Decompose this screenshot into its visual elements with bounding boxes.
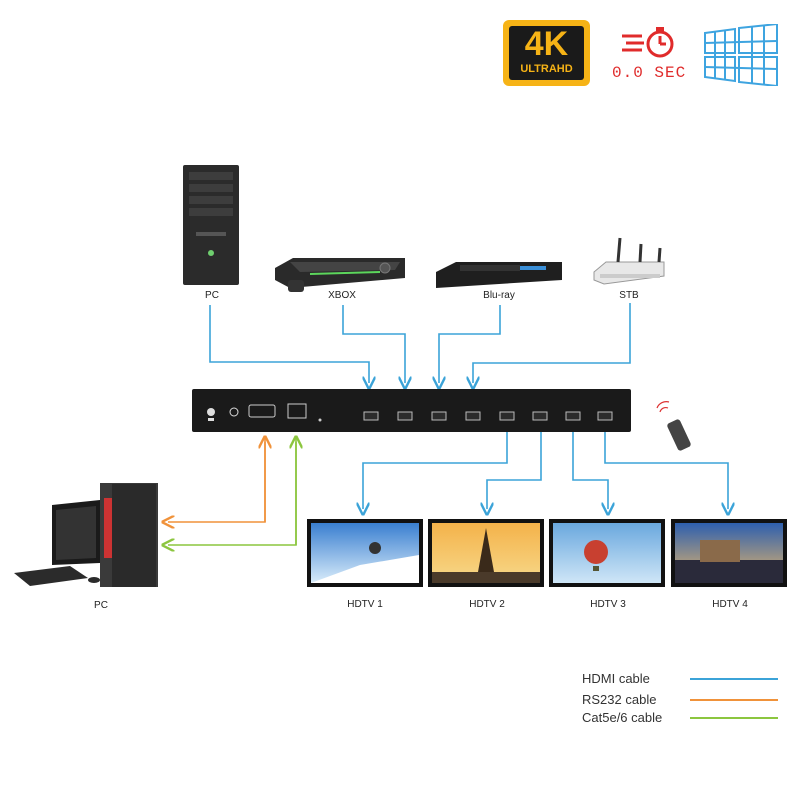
legend-rs232-label: RS232 cable <box>582 692 657 707</box>
desktop-computer-icon <box>14 483 158 587</box>
display-label-hdtv-2: HDTV 2 <box>469 599 505 610</box>
hdtv-3-screen <box>549 519 665 587</box>
legend-cat5-label: Cat5e/6 cable <box>582 710 663 725</box>
legend-hdmi-label: HDMI cable <box>582 671 650 686</box>
hdmi-input-lines <box>209 303 631 383</box>
windows-logo-icon <box>703 22 779 88</box>
blu-ray-player-icon <box>436 262 562 288</box>
source-label-bluray: Blu-ray <box>483 290 515 301</box>
remote-control-icon <box>656 401 691 451</box>
source-label-pc: PC <box>205 290 219 301</box>
ultrahd-text: ULTRAHD <box>520 63 573 75</box>
hdtv-2-screen <box>428 519 544 587</box>
stopwatch-icon <box>618 22 688 62</box>
display-label-hdtv-3: HDTV 3 <box>590 599 626 610</box>
xbox-console-icon <box>275 258 405 292</box>
cat5-line <box>168 438 297 545</box>
rs232-line <box>168 438 266 522</box>
display-label-hdtv-4: HDTV 4 <box>712 599 748 610</box>
hdtv-1-screen <box>307 519 423 587</box>
source-label-xbox: XBOX <box>328 290 356 301</box>
switching-time-text: 0.0 SEC <box>612 64 687 82</box>
display-label-hdtv-1: HDTV 1 <box>347 599 383 610</box>
source-label-stb: STB <box>619 290 639 301</box>
4k-ultrahd-badge: 4K ULTRAHD <box>503 20 590 86</box>
4k-text: 4K <box>524 25 569 63</box>
pc-tower-icon <box>183 165 239 285</box>
hdmi-matrix-switcher <box>192 389 631 432</box>
control-pc-label: PC <box>94 600 108 611</box>
set-top-box-icon <box>593 237 665 285</box>
hdmi-output-lines <box>363 432 728 509</box>
hdtv-4-screen <box>671 519 787 587</box>
